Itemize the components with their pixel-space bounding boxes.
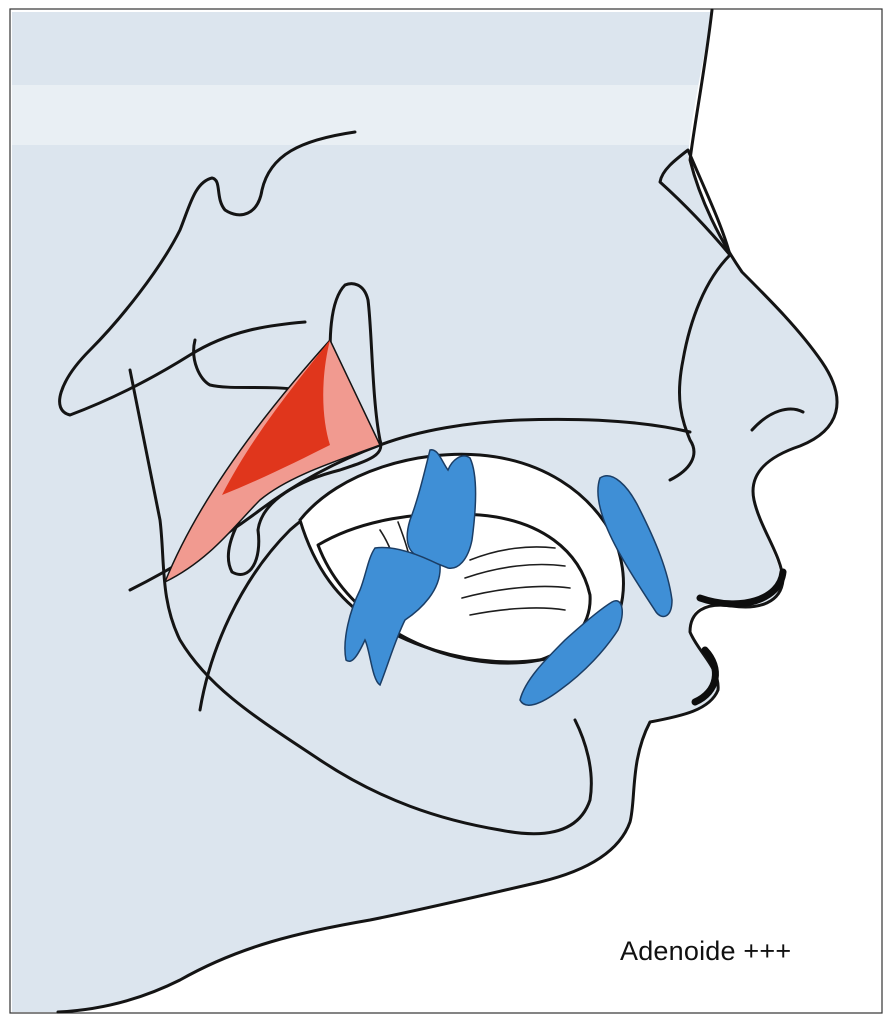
figure-caption: Adenoide +++ bbox=[620, 936, 791, 967]
light-band bbox=[12, 85, 712, 145]
